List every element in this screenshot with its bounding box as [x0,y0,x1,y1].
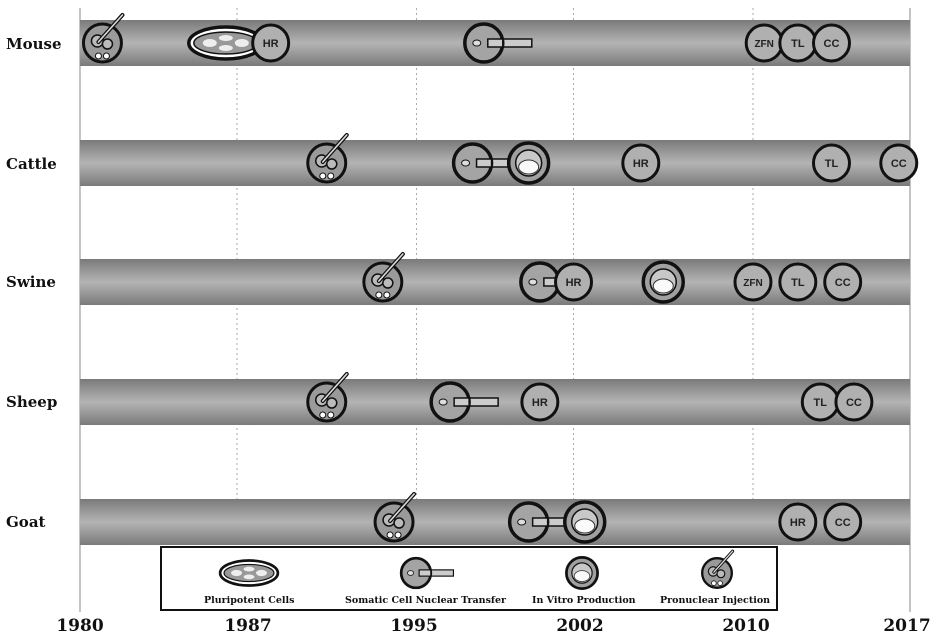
event-label-hr: HR [633,158,649,170]
event-marker-ivp [509,143,549,183]
event-marker-tl: TL [780,25,816,61]
event-label-cc: CC [891,158,907,170]
event-label-hr: HR [566,277,582,289]
event-label-cc: CC [835,277,851,289]
event-label-cc: CC [835,517,851,529]
legend: Pluripotent Cells Somatic Cell Nuclear T… [160,546,778,611]
event-label-hr: HR [263,38,279,50]
legend-icon-pluripotent-cells [220,561,278,586]
legend-label-scnt: Somatic Cell Nuclear Transfer [345,595,506,606]
event-marker-ivp [643,262,683,302]
event-marker-cc: CC [836,384,872,420]
event-marker-cc: CC [825,264,861,300]
event-label-tl: TL [791,277,805,289]
event-label-tl: TL [825,158,839,170]
event-marker-tl: TL [813,145,849,181]
species-label-cattle: Cattle [6,155,68,173]
event-label-cc: CC [846,397,862,409]
species-label-sheep: Sheep [6,393,68,411]
legend-icon-ivp [566,557,597,588]
legend-icons [162,548,776,593]
event-marker-tl: TL [780,264,816,300]
event-marker-tl: TL [802,384,838,420]
event-label-zfn: ZFN [743,278,762,289]
species-label-mouse: Mouse [6,35,68,53]
event-marker-hr: HR [780,504,816,540]
year-label-2017: 2017 [877,616,937,636]
event-label-zfn: ZFN [754,39,773,50]
species-label-goat: Goat [6,513,68,531]
legend-icon-scnt [401,558,453,588]
species-label-swine: Swine [6,273,68,291]
year-label-1987: 1987 [218,616,278,636]
event-marker-hr: HR [253,25,289,61]
year-label-2002: 2002 [550,616,610,636]
event-marker-cc: CC [813,25,849,61]
event-marker-ivp [565,502,605,542]
event-label-hr: HR [532,397,548,409]
year-label-1995: 1995 [384,616,444,636]
event-marker-hr: HR [623,145,659,181]
event-marker-hr: HR [556,264,592,300]
event-marker-cc: CC [881,145,917,181]
event-marker-hr: HR [522,384,558,420]
event-label-tl: TL [791,38,805,50]
event-marker-zfn: ZFN [735,264,771,300]
legend-label-ivp: In Vitro Production [532,595,636,606]
legend-label-pluripotent-cells: Pluripotent Cells [204,595,294,606]
legend-icon-pronuclear-injection [702,551,732,588]
event-label-hr: HR [790,517,806,529]
event-label-cc: CC [824,38,840,50]
legend-label-pronuclear-injection: Pronuclear Injection [660,595,770,606]
year-label-1980: 1980 [50,616,110,636]
event-label-tl: TL [814,397,828,409]
event-marker-zfn: ZFN [746,25,782,61]
event-marker-cc: CC [825,504,861,540]
year-label-2010: 2010 [716,616,776,636]
